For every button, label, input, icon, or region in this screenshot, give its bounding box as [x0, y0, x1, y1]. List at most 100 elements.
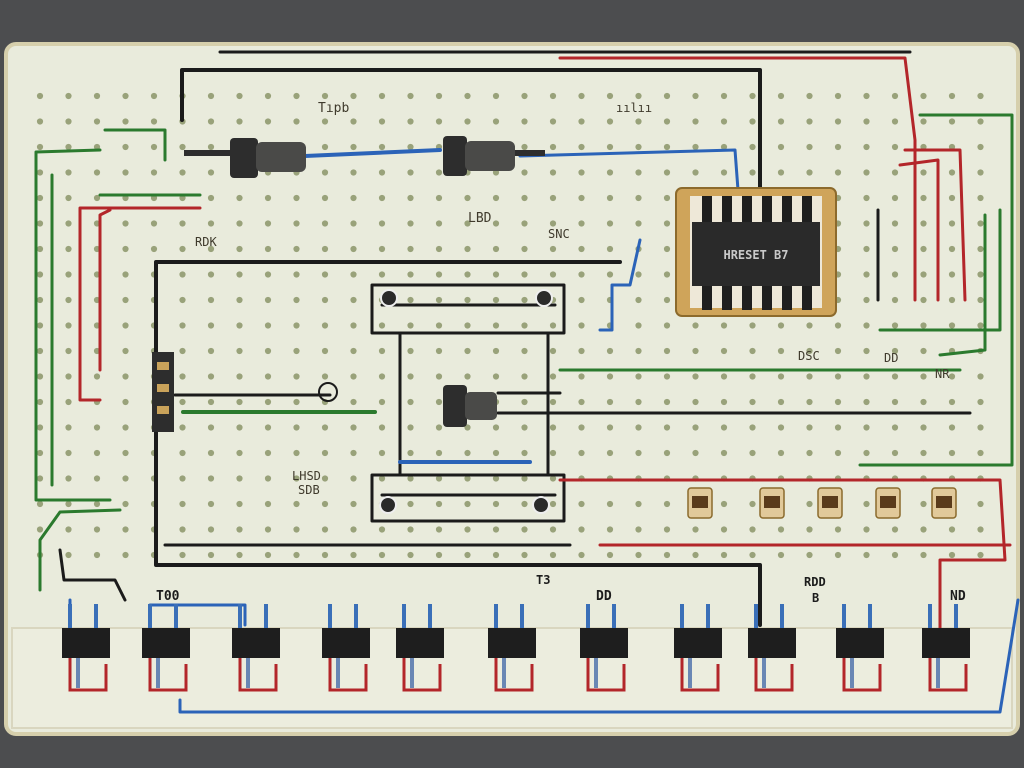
slide-switch[interactable] [748, 604, 796, 692]
board-hole [207, 398, 215, 406]
board-hole [578, 500, 585, 508]
left-header [152, 352, 338, 432]
board-hole [236, 373, 243, 380]
board-hole [150, 169, 158, 176]
board-hole [350, 143, 357, 151]
mid-label-2: SNC [548, 227, 570, 241]
board-hole [749, 169, 756, 176]
board-hole [264, 424, 272, 431]
wire-black-top [180, 68, 762, 202]
wire-red-left-2 [98, 208, 112, 372]
board-hole [236, 245, 243, 253]
board-hole [948, 169, 956, 176]
board-hole [578, 271, 585, 278]
board-hole [549, 143, 557, 151]
board-hole [350, 526, 357, 533]
board-hole [464, 271, 471, 278]
slide-switch[interactable] [322, 604, 370, 692]
board-hole [407, 143, 414, 151]
wire-black-main [154, 260, 762, 627]
board-hole [920, 169, 927, 176]
slide-switch[interactable] [674, 604, 722, 692]
board-hole [36, 500, 44, 508]
board-hole [977, 271, 984, 278]
board-hole [321, 143, 329, 151]
board-hole [122, 424, 129, 431]
board-hole [521, 220, 528, 227]
resistor-row [687, 487, 957, 519]
slide-switch[interactable] [62, 604, 110, 692]
board-hole [93, 118, 101, 125]
board-hole [521, 449, 528, 457]
board-hole [663, 296, 671, 304]
slide-switch[interactable] [142, 604, 190, 692]
board-hole [350, 373, 357, 380]
board-hole [36, 296, 44, 304]
board-hole [492, 449, 500, 457]
board-hole [293, 220, 300, 227]
board-hole [407, 92, 414, 100]
slide-switch[interactable] [922, 604, 970, 692]
board-hole [435, 245, 443, 253]
board-hole [891, 424, 899, 431]
slide-switch[interactable] [488, 604, 536, 692]
board-hole [891, 322, 899, 329]
board-hole [378, 220, 386, 227]
board-hole [122, 296, 129, 304]
wire-red-left [78, 206, 202, 402]
board-hole [207, 143, 215, 151]
slide-switch[interactable] [836, 604, 884, 692]
board-hole [891, 296, 899, 304]
board-hole [863, 271, 870, 278]
board-hole [236, 347, 243, 355]
board-hole [720, 169, 728, 176]
board-hole [321, 220, 329, 227]
wire-blue-top [303, 148, 442, 158]
board-hole [635, 220, 642, 227]
board-hole [521, 551, 528, 559]
board-hole [663, 92, 671, 100]
board-hole [521, 143, 528, 151]
wire-green-left [34, 148, 112, 502]
board-hole [663, 169, 671, 176]
board-hole [749, 373, 756, 380]
relay-frame-top [370, 283, 566, 335]
wire-green-left-2 [103, 128, 167, 162]
board-hole [236, 551, 243, 559]
board-hole [521, 424, 528, 431]
board-hole [635, 424, 642, 431]
board-hole [891, 245, 899, 253]
board-hole [834, 118, 842, 125]
board-hole [749, 551, 756, 559]
board-hole [207, 475, 215, 482]
board-hole [549, 118, 557, 125]
board-hole [749, 424, 756, 431]
board-hole [65, 475, 72, 482]
board-hole [549, 169, 557, 176]
slide-switch[interactable] [232, 604, 280, 692]
board-hole [977, 143, 984, 151]
board-hole [606, 398, 614, 406]
board-hole [350, 245, 357, 253]
board-hole [606, 245, 614, 253]
board-hole [150, 245, 158, 253]
board-hole [407, 424, 414, 431]
board-hole [891, 449, 899, 457]
board-hole [635, 347, 642, 355]
board-hole [606, 118, 614, 125]
board-hole [179, 500, 186, 508]
board-hole [635, 92, 642, 100]
board-hole [264, 271, 272, 278]
slide-switch[interactable] [396, 604, 444, 692]
board-hole [549, 373, 557, 380]
board-hole [207, 424, 215, 431]
board-hole [578, 118, 585, 125]
slide-switch[interactable] [580, 604, 628, 692]
board-hole [920, 322, 927, 329]
board-hole [264, 398, 272, 406]
board-hole [521, 169, 528, 176]
board-hole [663, 398, 671, 406]
board-hole [521, 475, 528, 482]
board-hole [663, 220, 671, 227]
board-hole [264, 92, 272, 100]
